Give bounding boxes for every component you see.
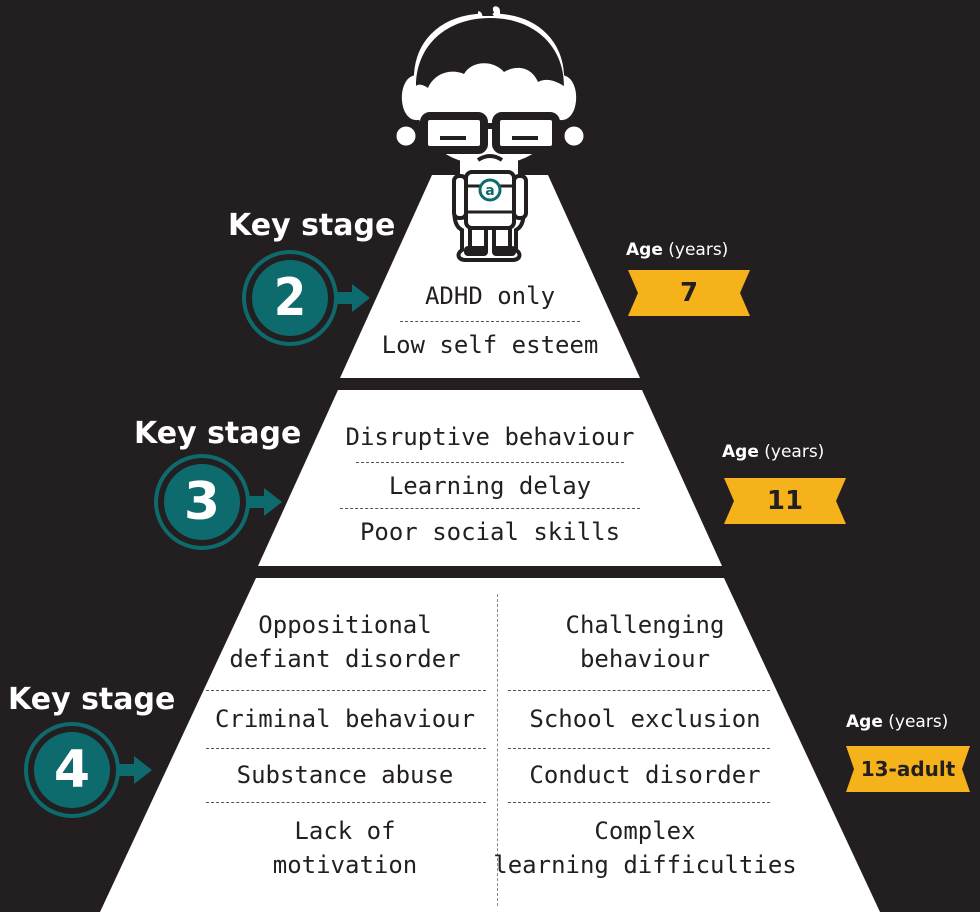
ks4-right-divider-1 — [508, 690, 770, 691]
age-label-ks3: Age (years) — [722, 442, 824, 462]
pyramid-tier-2 — [340, 175, 640, 378]
mascot-badge-icon — [478, 178, 502, 202]
age-label-ks2: Age (years) — [626, 240, 728, 260]
ks4-item-school-exclusion: School exclusion — [529, 705, 761, 733]
ks3-divider-2 — [340, 508, 640, 509]
age-banner-ks3 — [724, 478, 846, 524]
key-stage-3-heading: Key stage — [134, 416, 302, 451]
age-label-ks3-rest: (years) — [758, 442, 825, 462]
age-label-ks4-rest: (years) — [882, 712, 949, 732]
age-value-ks3: 11 — [766, 486, 804, 516]
ks4-right-divider-3 — [508, 802, 770, 803]
key-stage-4-badge — [24, 722, 152, 818]
ks4-item-complex-learning-difficulties: Complex learning difficulties — [493, 817, 797, 879]
ks2-item-adhd-only: ADHD only — [424, 282, 556, 310]
age-banner-ks2 — [628, 270, 750, 316]
mascot-character: a — [391, 0, 589, 262]
age-label-ks2-rest: (years) — [662, 240, 729, 260]
ks2-item-low-self-esteem: Low self esteem — [381, 331, 599, 359]
ks4-item-criminal-behaviour: Criminal behaviour — [214, 705, 476, 733]
key-stage-2-badge — [242, 250, 370, 346]
ks3-item-poor-social-skills: Poor social skills — [359, 518, 621, 546]
ks4-right-divider-2 — [508, 748, 770, 749]
ks4-item-challenging-behaviour: Challenging behaviour — [565, 611, 725, 673]
age-value-ks4: 13-adult — [860, 757, 956, 781]
key-stage-4-heading: Key stage — [8, 682, 176, 717]
ks4-item-lack-of-motivation: Lack of motivation — [272, 817, 418, 879]
ks4-column-divider — [497, 594, 498, 906]
ks4-left-divider-1 — [206, 690, 486, 691]
age-banner-ks4 — [846, 746, 970, 792]
age-label-ks3-bold: Age — [722, 442, 759, 462]
ks3-item-learning-delay: Learning delay — [388, 472, 592, 500]
key-stage-2-number: 2 — [273, 268, 307, 328]
ks4-item-substance-abuse: Substance abuse — [236, 761, 454, 789]
age-value-ks2: 7 — [679, 278, 699, 308]
ks3-item-disruptive-behaviour: Disruptive behaviour — [345, 423, 635, 451]
age-label-ks4: Age (years) — [846, 712, 948, 732]
ks4-left-divider-3 — [206, 802, 486, 803]
key-stage-2-heading: Key stage — [228, 208, 396, 243]
age-label-ks4-bold: Age — [846, 712, 883, 732]
mascot-badge-letter: a — [485, 183, 494, 199]
ks4-item-oppositional-defiant-disorder: Oppositional defiant disorder — [229, 611, 461, 673]
pyramid-tier-4 — [100, 578, 880, 912]
pyramid-tier-3 — [258, 390, 722, 566]
ks4-item-conduct-disorder: Conduct disorder — [529, 761, 761, 789]
key-stage-3-badge — [154, 454, 282, 550]
ks3-divider-1 — [356, 462, 624, 463]
ks4-left-divider-2 — [206, 748, 486, 749]
key-stage-4-number: 4 — [53, 740, 91, 800]
key-stage-3-number: 3 — [183, 472, 221, 532]
age-label-ks2-bold: Age — [626, 240, 663, 260]
ks2-divider — [400, 321, 580, 322]
